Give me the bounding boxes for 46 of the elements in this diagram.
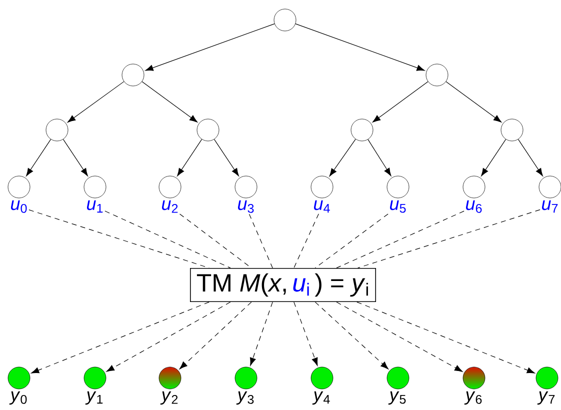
arrow (294, 302, 318, 366)
arrow (26, 139, 52, 176)
circle-node (274, 8, 296, 32)
node-label: u$_{6}$ (466, 200, 482, 213)
circle-node (122, 64, 144, 86)
arrow (142, 81, 198, 122)
arrow (356, 302, 535, 374)
node-label: y$_{1}$ (85, 391, 103, 405)
circle-node (350, 118, 374, 142)
node-label: y$_{4}$ (312, 391, 330, 405)
arrow (336, 302, 463, 372)
node-label: u$_{0}$ (11, 200, 27, 213)
arrow (518, 139, 543, 176)
circle-node (500, 118, 524, 142)
circle-node (46, 118, 68, 142)
arrow (314, 302, 389, 370)
node-label: u$_{5}$ (390, 200, 406, 213)
arrow (106, 302, 231, 372)
node-label: y$_{3}$ (236, 391, 254, 405)
arrow (481, 139, 506, 176)
node-label: u$_{7}$ (542, 200, 558, 213)
node-label: y$_{2}$ (160, 391, 178, 405)
node-label: u$_{1}$ (87, 200, 103, 213)
node-label: y$_{0}$ (9, 391, 27, 405)
node-label: u$_{4}$ (314, 200, 330, 213)
arrow (177, 139, 202, 176)
arrow (446, 81, 502, 122)
arrow (329, 138, 356, 176)
node-label: u$_{3}$ (238, 200, 254, 213)
node-label: y$_{5}$ (388, 391, 406, 405)
arrow (372, 81, 428, 122)
circle-node (426, 64, 448, 86)
formula-box: TM M(x, u$_{i}$ ) = y$_{i}$ (190, 268, 376, 302)
arrow (62, 139, 88, 176)
arrow (214, 139, 239, 176)
circle-node (196, 118, 220, 142)
arrow (67, 81, 124, 122)
arrow (368, 139, 392, 176)
arrow (179, 302, 252, 370)
arrow (250, 302, 273, 366)
node-label: y$_{7}$ (537, 391, 555, 405)
node-label: y$_{6}$ (464, 391, 482, 405)
arrow (295, 24, 425, 71)
arrow (31, 302, 210, 374)
node-label: u$_{2}$ (162, 200, 178, 213)
arrow (145, 24, 275, 71)
